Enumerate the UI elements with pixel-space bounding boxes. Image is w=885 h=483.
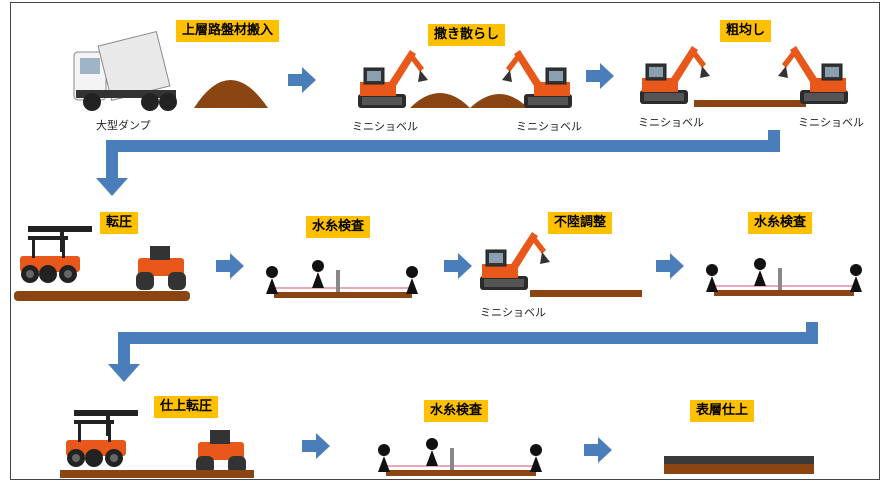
- caption-dump-truck: 大型ダンプ: [96, 119, 151, 132]
- mini-excavator-icon: [357, 49, 429, 109]
- flow-arrow-5-icon: [656, 253, 684, 279]
- flow-arrow-6-icon: [302, 433, 330, 459]
- soil-layer-icon: [694, 100, 806, 107]
- step-label-surface-finish: 表層仕上: [690, 400, 755, 422]
- finished-pavement-icon: [664, 456, 814, 474]
- caption-mini-excavator: ミニショベル: [516, 120, 582, 133]
- step-label-unevenness-adjust: 不陸調整: [548, 212, 613, 234]
- flow-arrow-3-icon: [216, 253, 244, 279]
- step-label-spreading: 撒き散らし: [428, 24, 506, 46]
- soil-pile-icon: [194, 80, 268, 108]
- caption-mini-excavator: ミニショベル: [798, 116, 864, 129]
- step-label-string-check-2: 水糸検査: [748, 212, 813, 234]
- step-label-string-check-1: 水糸検査: [306, 216, 371, 238]
- step-label-string-check-3: 水糸検査: [424, 400, 489, 422]
- string-line-inspection-icon: [266, 260, 418, 298]
- caption-mini-excavator: ミニショベル: [638, 116, 704, 129]
- flow-arrow-1-icon: [288, 67, 316, 93]
- soil-spread-icon: [410, 93, 528, 108]
- soil-layer-icon: [14, 291, 190, 301]
- string-line-inspection-icon: [706, 258, 862, 296]
- mini-excavator-icon: [778, 46, 848, 104]
- string-line-inspection-icon: [378, 438, 542, 476]
- soil-layer-icon: [530, 290, 642, 297]
- flow-arrow-2-icon: [586, 63, 614, 89]
- dump-truck-icon: [73, 30, 177, 111]
- tire-roller-icon: [66, 410, 138, 467]
- tire-roller-icon: [20, 226, 92, 283]
- diagram-frame: [10, 2, 880, 480]
- soil-layer-icon: [60, 470, 254, 478]
- mini-excavator-icon: [479, 231, 551, 291]
- caption-mini-excavator: ミニショベル: [480, 306, 546, 319]
- vibratory-roller-icon: [196, 430, 246, 474]
- caption-mini-excavator: ミニショベル: [352, 120, 418, 133]
- flow-connector-1: [96, 130, 780, 196]
- flow-arrow-4-icon: [444, 253, 472, 279]
- step-label-material-delivery: 上層路盤材搬入: [176, 20, 280, 42]
- step-label-rough-leveling: 粗均し: [720, 20, 772, 42]
- mini-excavator-icon: [639, 45, 711, 105]
- vibratory-roller-icon: [136, 246, 186, 290]
- flow-connector-2: [108, 322, 818, 382]
- step-label-compaction: 転圧: [100, 212, 139, 234]
- step-label-final-compaction: 仕上転圧: [154, 396, 219, 418]
- flow-arrow-7-icon: [584, 437, 612, 463]
